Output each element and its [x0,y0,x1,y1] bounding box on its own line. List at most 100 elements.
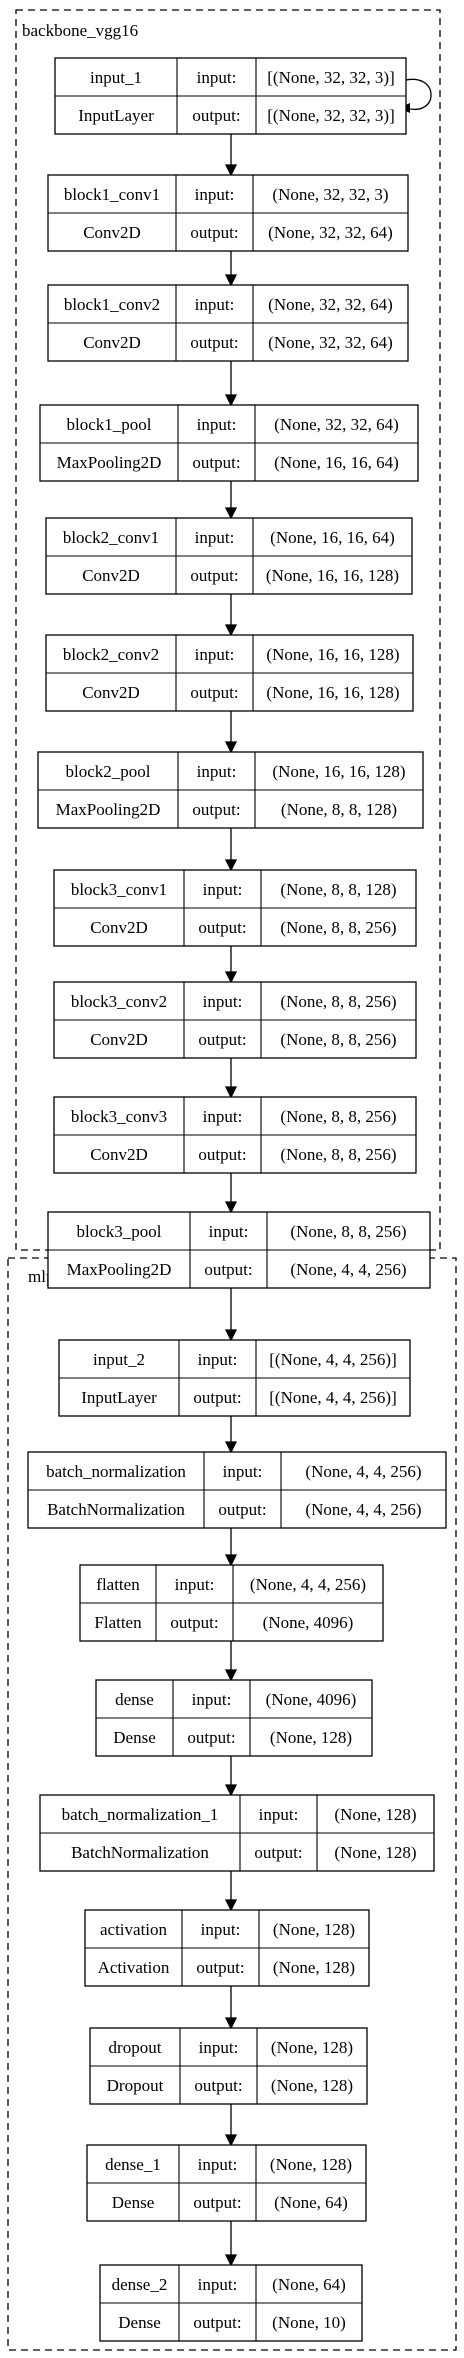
output-label: output: [190,333,238,352]
output-shape: (None, 4096) [263,1613,354,1632]
output-label: output: [192,800,240,819]
input-label: input: [195,645,235,664]
layer-type: BatchNormalization [47,1500,185,1519]
output-shape: (None, 16, 16, 128) [266,683,399,702]
layer-type: Conv2D [83,333,141,352]
edge-arrowhead [224,971,238,984]
input-label: input: [195,295,235,314]
edge-arrowhead [224,1201,238,1214]
layer-type: Dense [112,2193,154,2212]
layer-node-activation: activationActivationinput:output:(None, … [84,1909,370,1987]
layer-name: block3_conv3 [71,1107,167,1126]
input-shape: (None, 64) [272,2275,346,2294]
layer-name: flatten [96,1575,140,1594]
output-label: output: [198,1145,246,1164]
input-label: input: [198,2155,238,2174]
input-label: input: [203,880,243,899]
input-shape: (None, 128) [273,1920,355,1939]
layer-node-block2-pool: block2_poolMaxPooling2Dinput:output:(Non… [37,751,424,829]
input-shape: (None, 4, 4, 256) [250,1575,366,1594]
output-shape: (None, 128) [270,1728,352,1747]
layer-name: dropout [109,2038,162,2057]
output-label: output: [204,1260,252,1279]
output-label: output: [193,1388,241,1407]
output-shape: [(None, 32, 32, 3)] [267,106,394,125]
output-label: output: [193,2313,241,2332]
input-shape: (None, 16, 16, 64) [270,528,395,547]
layer-type: Dense [118,2313,160,2332]
output-shape: (None, 128) [273,1958,355,1977]
layer-type: InputLayer [78,106,154,125]
output-shape: (None, 10) [272,2313,346,2332]
input-label: input: [209,1222,249,1241]
edge-arrowhead [224,2017,238,2030]
layer-name: input_1 [90,68,142,87]
layer-type: Conv2D [82,683,140,702]
edge-arrowhead [224,2254,238,2267]
output-label: output: [193,2193,241,2212]
edge-arrowhead [224,1669,238,1682]
layer-node-batch-normalization: batch_normalizationBatchNormalizationinp… [27,1451,447,1529]
layer-name: dense [115,1690,154,1709]
input-shape: (None, 16, 16, 128) [272,762,405,781]
self-loop-arrow-line [401,78,432,111]
layer-name: batch_normalization_1 [62,1805,219,1824]
edges [224,134,238,2267]
output-shape: (None, 8, 8, 128) [281,800,397,819]
layer-node-batch-normalization-1: batch_normalization_1BatchNormalizationi… [39,1794,435,1872]
input-shape: (None, 16, 16, 128) [266,645,399,664]
output-label: output: [198,1030,246,1049]
layer-type: Conv2D [82,566,140,585]
input-shape: (None, 32, 32, 64) [274,415,399,434]
layer-type: Dropout [107,2076,164,2095]
edge-arrowhead [224,507,238,520]
input-shape: (None, 4, 4, 256) [305,1462,421,1481]
edge-arrowhead [224,394,238,407]
output-shape: [(None, 4, 4, 256)] [269,1388,396,1407]
layer-name: block2_conv2 [63,645,159,664]
layer-name: input_2 [93,1350,145,1369]
layer-type: Conv2D [83,223,141,242]
output-shape: (None, 8, 8, 256) [280,1145,396,1164]
input-shape: (None, 32, 32, 64) [268,295,393,314]
input-label: input: [192,1690,232,1709]
edge-arrowhead [224,2134,238,2147]
input-label: input: [195,528,235,547]
output-label: output: [254,1843,302,1862]
layer-type: BatchNormalization [71,1843,209,1862]
layer-name: dense_2 [112,2275,168,2294]
input-label: input: [203,1107,243,1126]
output-label: output: [187,1728,235,1747]
input-label: input: [223,1462,263,1481]
output-label: output: [198,918,246,937]
output-shape: (None, 8, 8, 256) [280,918,396,937]
edge-arrowhead [224,1329,238,1342]
output-shape: (None, 32, 32, 64) [268,223,393,242]
cluster-mlp-border [7,1257,457,2351]
layer-type: MaxPooling2D [67,1260,172,1279]
output-label: output: [190,683,238,702]
input-shape: (None, 32, 32, 3) [272,185,388,204]
output-label: output: [218,1500,266,1519]
output-shape: (None, 16, 16, 64) [274,453,399,472]
input-shape: [(None, 32, 32, 3)] [267,68,394,87]
input-shape: (None, 8, 8, 256) [290,1222,406,1241]
edge-arrowhead [224,1554,238,1567]
edge-arrowhead [224,1086,238,1099]
input-shape: [(None, 4, 4, 256)] [269,1350,396,1369]
input-label: input: [195,185,235,204]
layer-name: block3_conv1 [71,880,167,899]
input-label: input: [199,2038,239,2057]
output-shape: (None, 128) [271,2076,353,2095]
